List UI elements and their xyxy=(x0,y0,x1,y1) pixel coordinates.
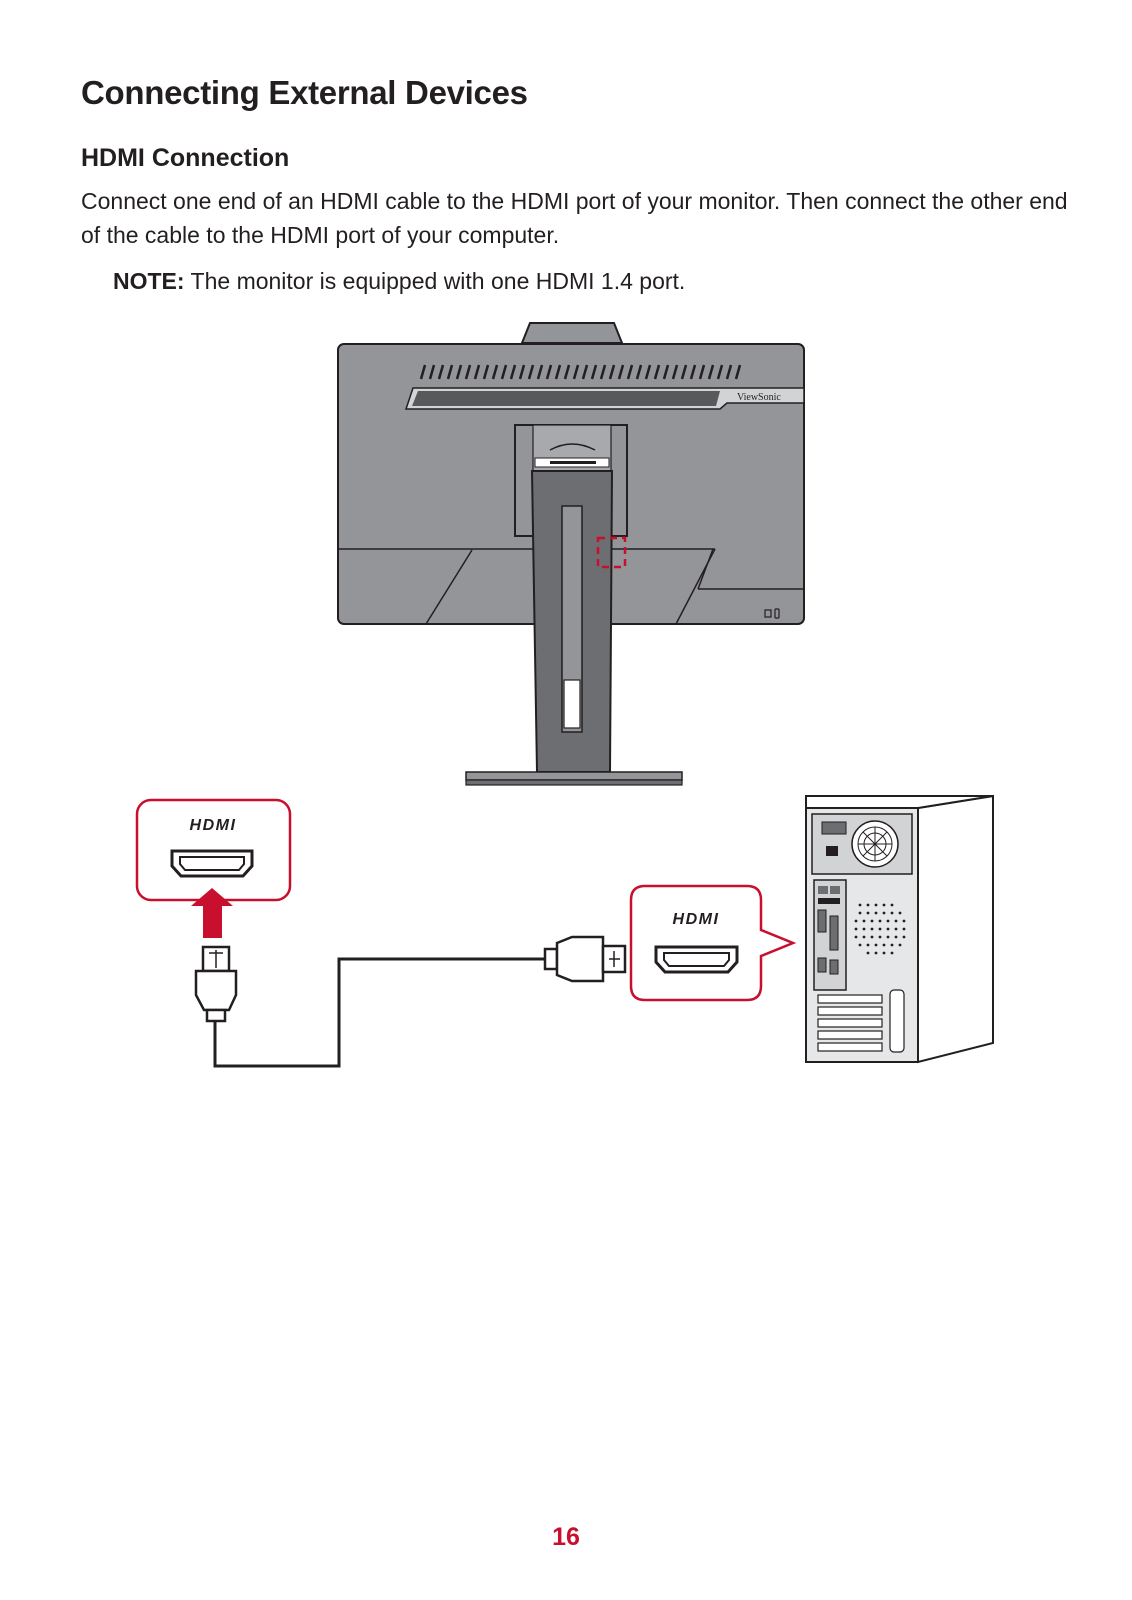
lock-slot-icon xyxy=(764,608,780,619)
hdmi-port-icon xyxy=(170,849,254,878)
note-label: NOTE: xyxy=(113,268,185,294)
vent-grille xyxy=(419,364,742,380)
hdmi-logo-monitor: HDMI xyxy=(190,817,237,834)
monitor-hdmi-port-highlight xyxy=(596,536,627,569)
fan-icon xyxy=(851,820,899,868)
monitor-hdmi-callout: HDMI xyxy=(135,798,292,902)
vent-grille xyxy=(854,903,906,955)
hdmi-logo-computer: HDMI xyxy=(673,911,720,928)
hdmi-cable xyxy=(213,957,545,1068)
brand-label: ViewSonic xyxy=(737,392,781,403)
expansion-slots xyxy=(817,989,905,1053)
note-text: The monitor is equipped with one HDMI 1.… xyxy=(190,268,686,294)
note: NOTE: The monitor is equipped with one H… xyxy=(113,268,685,295)
section-title: HDMI Connection xyxy=(81,144,290,172)
page-number: 16 xyxy=(552,1523,580,1551)
computer-tower xyxy=(805,794,994,1064)
hdmi-connection-illustration: ViewSonic HDMI xyxy=(135,322,994,1068)
page-title: Connecting External Devices xyxy=(81,74,528,111)
insert-arrow-icon xyxy=(191,888,233,938)
computer-hdmi-callout: HDMI xyxy=(629,884,797,1002)
monitor-back-view: ViewSonic xyxy=(337,322,805,786)
instruction-text: Connect one end of an HDMI cable to the … xyxy=(81,188,1068,248)
hdmi-plug-right xyxy=(543,935,627,983)
hdmi-plug-left xyxy=(194,945,238,1023)
hdmi-port-icon xyxy=(654,945,739,974)
